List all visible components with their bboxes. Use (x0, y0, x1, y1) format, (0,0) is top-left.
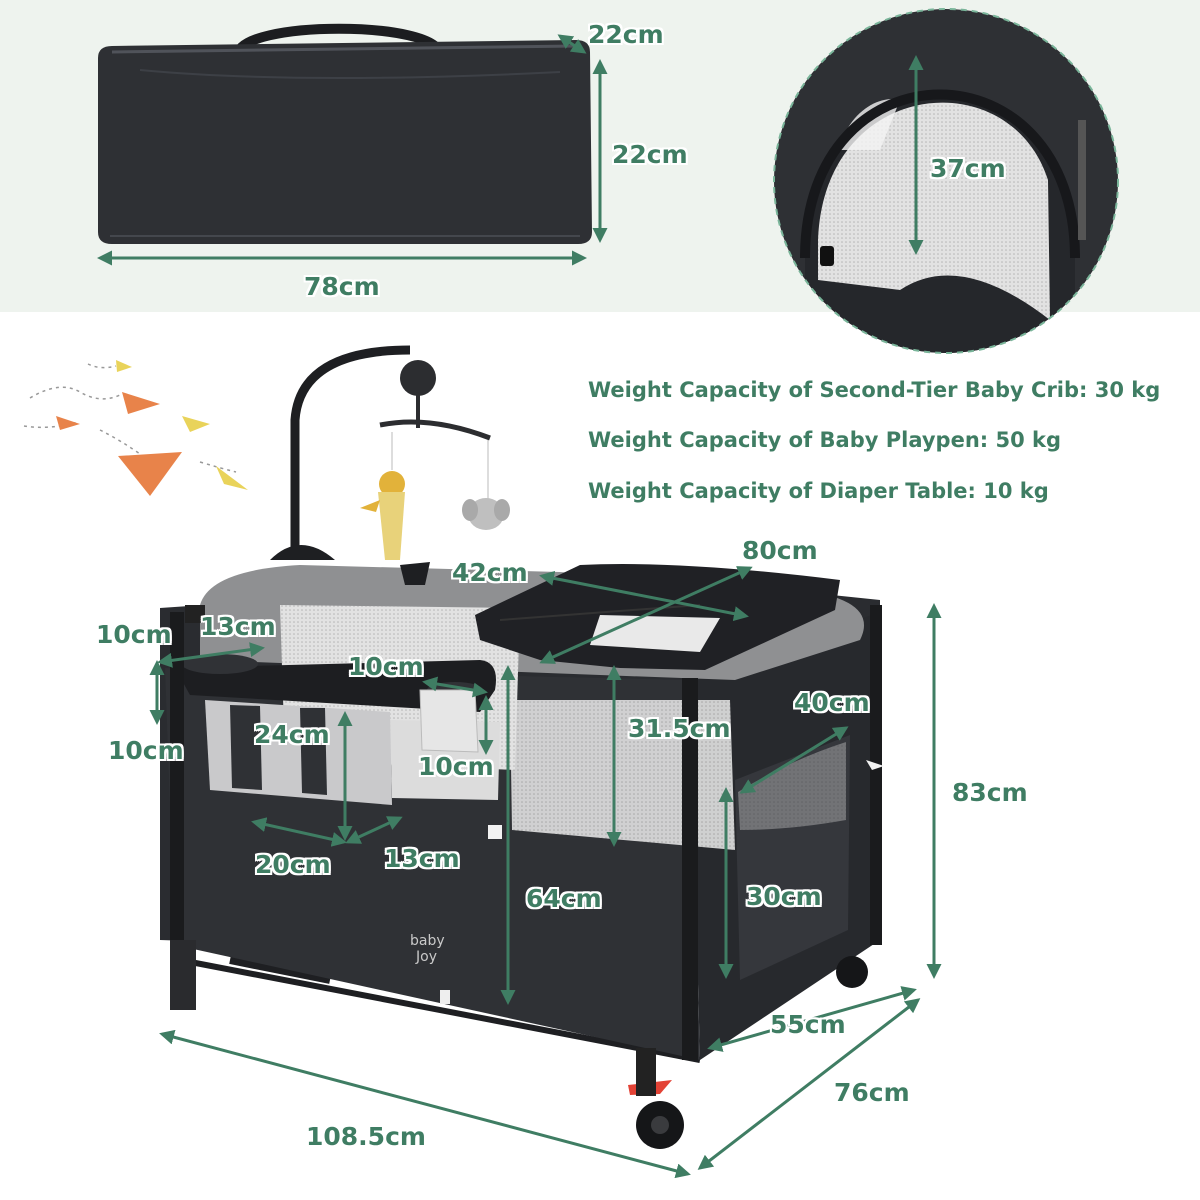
total-length-label: 108.5cm (306, 1122, 426, 1151)
storage-height-label: 24cm (254, 720, 330, 749)
pocket-height-label: 30cm (746, 882, 822, 911)
diaper-capacity-text: Weight Capacity of Diaper Table: 10 kg (588, 479, 1049, 503)
music-mobile-icon (400, 562, 430, 585)
cup-width-label: 10cm (348, 652, 424, 681)
canopy-height-label: 37cm (930, 154, 1006, 183)
bag-depth-arrow (557, 34, 587, 54)
organizer-width-arrow (157, 642, 265, 668)
organizer-height-label: 10cm (108, 736, 184, 765)
lion-toy-icon (360, 471, 405, 560)
crib-capacity-text: Weight Capacity of Second-Tier Baby Crib… (588, 378, 1161, 402)
brand-logo-line2: Joy (416, 949, 437, 965)
bag-height-label: 22cm (612, 140, 688, 169)
organizer-depth-label: 10cm (96, 620, 172, 649)
organizer-width-label: 13cm (200, 612, 276, 641)
table-width-arrow (539, 566, 753, 664)
carry-bag-icon (98, 23, 592, 244)
paper-plane-icon (23, 360, 248, 496)
canopy-detail-outline (773, 8, 1119, 354)
pocket-width-label: 40cm (794, 688, 870, 717)
table-width-label: 80cm (742, 536, 818, 565)
upper-tier-label: 31.5cm (628, 714, 731, 743)
cup-depth-label: 10cm (418, 752, 494, 781)
total-height-label: 83cm (952, 778, 1028, 807)
elephant-toy-icon (462, 498, 510, 530)
cup-width-arrow (422, 676, 488, 698)
playpen-capacity-text: Weight Capacity of Baby Playpen: 50 kg (588, 428, 1062, 452)
inner-width-label: 55cm (770, 1010, 846, 1039)
playpen-depth-label: 64cm (526, 884, 602, 913)
table-depth-label: 42cm (452, 558, 528, 587)
bag-length-label: 78cm (304, 272, 380, 301)
storage-depth-label: 13cm (384, 844, 460, 873)
total-length-arrow (159, 1029, 691, 1179)
crib-dimension-arrows (149, 566, 942, 1179)
storage-width-label: 20cm (255, 850, 331, 879)
storage-width-arrow (251, 817, 347, 847)
brand-logo-line1: baby (410, 933, 445, 949)
canopy-icon (774, 9, 1118, 353)
bag-depth-label: 22cm (588, 20, 664, 49)
pocket-width-arrow (739, 726, 849, 794)
total-width-arrow (697, 998, 921, 1170)
storage-depth-arrow (345, 816, 403, 844)
total-width-label: 76cm (834, 1078, 910, 1107)
